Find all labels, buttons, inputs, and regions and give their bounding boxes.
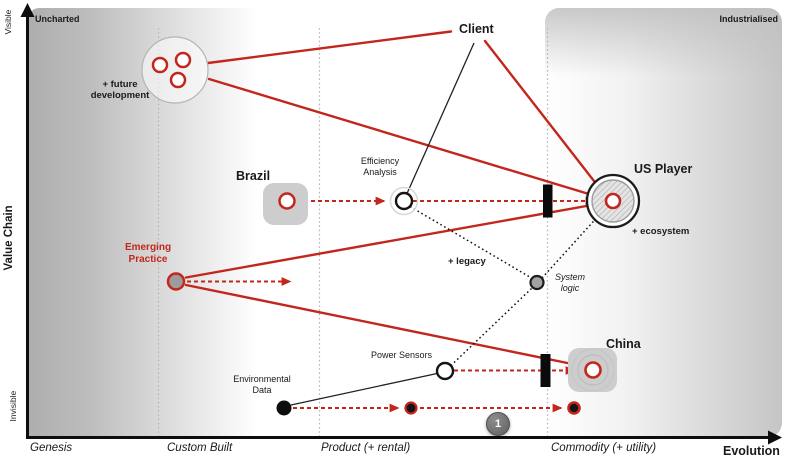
step-badge-1: 1 — [486, 412, 510, 436]
x-axis-title: Evolution — [723, 444, 780, 458]
y-axis-top-label: Visible — [2, 9, 13, 35]
efficiency-analysis-halo — [389, 186, 419, 216]
link-systemlogic-powersensors — [450, 287, 533, 366]
link-future-dev-us-player — [207, 77, 609, 201]
us-player-node — [604, 192, 622, 210]
client-label: Client — [459, 22, 494, 36]
stage-label-genesis: Genesis — [30, 442, 73, 454]
future-development-node-2 — [174, 51, 192, 69]
china-node — [584, 361, 602, 379]
future-development-node-3 — [169, 71, 187, 89]
environmental-data-label: Environmental Data — [233, 374, 291, 395]
link-emerging-us-player — [184, 201, 608, 279]
future-development-cluster — [141, 36, 209, 104]
y-axis-arrowhead — [20, 3, 35, 17]
environmental-data-node — [276, 400, 292, 416]
link-client-us-player — [483, 39, 610, 201]
stage-label-custom-built: Custom Built — [167, 442, 233, 454]
ecosystem-label: + ecosystem — [632, 226, 690, 237]
stage-label-commodity: Commodity (+ utility) — [551, 442, 657, 454]
efficiency-analysis-label: Efficiency Analysis — [360, 156, 400, 177]
link-emerging-china — [184, 283, 589, 369]
china-label: China — [606, 337, 641, 351]
inertia-barrier-top — [543, 184, 553, 218]
y-axis-bottom-label: Invisible — [7, 390, 18, 422]
us-player-label: US Player — [634, 162, 693, 176]
emerging-practice-node — [166, 272, 186, 291]
efficiency-analysis-node — [394, 191, 414, 211]
region-label-uncharted: Uncharted — [35, 14, 80, 24]
stage-gridlines — [157, 28, 549, 436]
envdata-moved-node — [404, 401, 418, 415]
emerging-practice-label: Emerging Practice — [124, 242, 172, 265]
china-ring-inner — [577, 354, 609, 386]
system-logic-label: System logic — [554, 272, 585, 293]
future-development-label: + future development — [90, 79, 150, 102]
axes — [20, 3, 782, 445]
legacy-label: + legacy — [448, 256, 486, 267]
link-envdata-powersensors — [290, 372, 438, 406]
link-client-efficiency — [406, 42, 475, 194]
link-efficiency-systemlogic — [409, 205, 532, 279]
future-development-node-1 — [151, 56, 169, 74]
envdata-commodity-node — [567, 401, 581, 415]
region-label-industrialised: Industrialised — [719, 14, 778, 24]
stage-label-product: Product (+ rental) — [321, 442, 411, 454]
system-logic-node — [529, 274, 545, 291]
link-future-dev-client — [206, 30, 453, 65]
inertia-barrier-bottom — [540, 354, 551, 387]
brazil-node — [278, 192, 296, 210]
power-sensors-node — [435, 361, 455, 381]
y-axis-title: Value Chain — [3, 205, 16, 271]
china-ring-outer — [571, 348, 615, 392]
x-axis-arrowhead — [768, 430, 782, 445]
power-sensors-label: Power Sensors — [371, 350, 433, 360]
brazil-label: Brazil — [236, 169, 271, 183]
